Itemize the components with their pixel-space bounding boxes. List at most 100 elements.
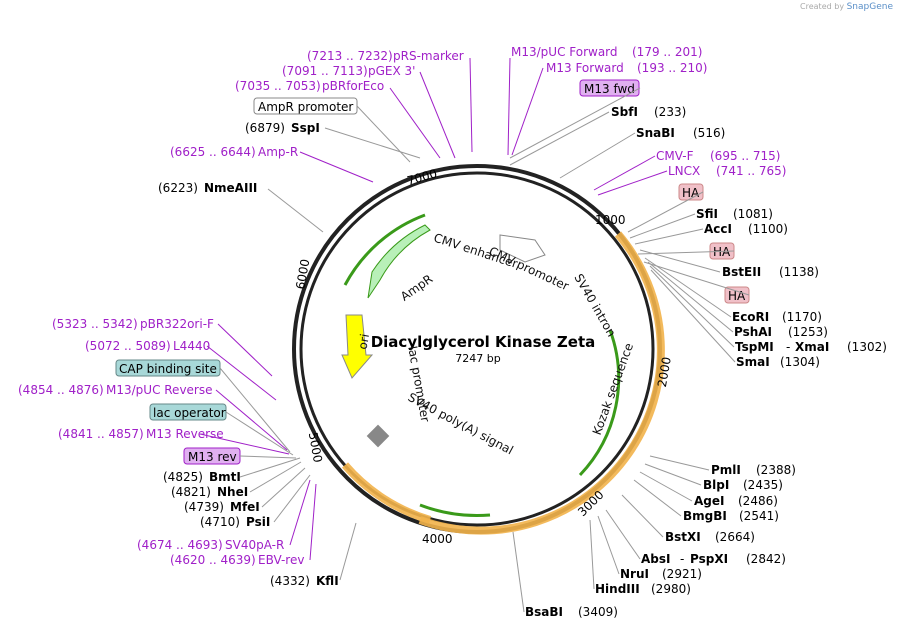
site-pos-tspmi: (1302) (847, 340, 887, 354)
site-pos-pshai: (1253) (788, 325, 828, 339)
site-pos-acci: (1100) (748, 222, 788, 236)
label-ampr: AmpR (398, 272, 435, 304)
primer-range-m13puc-forward: (179 .. 201) (632, 45, 702, 59)
site-bsteii: BstEII (722, 265, 761, 279)
site-dash-absi: - (680, 552, 684, 566)
tick-1000: 1000 (595, 213, 626, 227)
primer-m13puc-reverse: M13/pUC Reverse (106, 383, 213, 397)
site-sspi: SspI (291, 121, 320, 135)
site-ecori: EcoRI (732, 310, 769, 324)
backbone-inner (299, 171, 655, 527)
site-pos-ecori: (1170) (782, 310, 822, 324)
cds-arrow-1 (578, 329, 621, 477)
primer-m13puc-forward: M13/pUC Forward (511, 45, 618, 59)
primer-range-m13-reverse: (4841 .. 4857) (58, 427, 144, 441)
tick-7000: 7000 (406, 167, 439, 188)
primer-lncx: LNCX (668, 164, 700, 178)
primer-range-cmv-f: (695 .. 715) (710, 149, 780, 163)
site-pos-smai: (1304) (780, 355, 820, 369)
primer-range-sv40pa-r: (4674 .. 4693) (137, 538, 223, 552)
plasmid-size: 7247 bp (455, 352, 500, 365)
site-pos-psii: (4710) (200, 515, 240, 529)
site-pos-blpi: (2435) (743, 478, 783, 492)
primer-range-pbr322ori: (5323 .. 5342) (52, 317, 138, 331)
site-kfli: KflI (316, 574, 339, 588)
primer-prs-marker: pRS-marker (393, 49, 464, 63)
site-mfei: MfeI (230, 500, 260, 514)
primer-range-ebv-rev: (4620 .. 4639) (170, 553, 256, 567)
primer-m13-forward: M13 Forward (546, 61, 624, 75)
site-bstxi: BstXI (665, 530, 701, 544)
site-pos-sbfi: (233) (654, 105, 686, 119)
site-pos-bsteii: (1138) (779, 265, 819, 279)
site-pos-pmli: (2388) (756, 463, 796, 477)
primer-range-ampr: (6625 .. 6644) (170, 145, 256, 159)
site-pos-snabi: (516) (693, 126, 725, 140)
site-pos-absi: (2842) (746, 552, 786, 566)
snapgene-credit: Created by SnapGene (800, 2, 893, 12)
site-pos-nrui: (2921) (662, 567, 702, 581)
ampr-feature (367, 224, 431, 299)
primer-range-pbrforeco: (7035 .. 7053) (235, 79, 321, 93)
site-sbfi: SbfI (611, 105, 638, 119)
site-pos-nmeaiii: (6223) (158, 181, 198, 195)
site-acci: AccI (704, 222, 732, 236)
site-nmeaiii: NmeAIII (204, 181, 257, 195)
site-hindiii: HindIII (595, 582, 640, 596)
site-pspxi: PspXI (690, 552, 728, 566)
site-nhei: NheI (217, 485, 248, 499)
site-pos-sspi: (6879) (245, 121, 285, 135)
ori-feature (341, 314, 374, 379)
site-absi: AbsI (641, 552, 670, 566)
site-pos-bmgbi: (2541) (739, 509, 779, 523)
site-pmli: PmlI (711, 463, 741, 477)
primer-ebv-rev: EBV-rev (258, 553, 304, 567)
label-m13-fwd: M13 fwd (584, 82, 635, 96)
label-lac-operator: lac operator (153, 406, 226, 420)
site-pos-hindiii: (2980) (651, 582, 691, 596)
primer-cmv-f: CMV-F (656, 149, 694, 163)
plasmid-name: Diacylglycerol Kinase Zeta (371, 333, 596, 351)
site-pos-nhei: (4821) (171, 485, 211, 499)
site-bmti: BmtI (209, 470, 241, 484)
site-pos-agei: (2486) (738, 494, 778, 508)
primer-l4440: L4440 (173, 339, 210, 353)
site-pos-bsabi: (3409) (578, 605, 618, 619)
label-ori: ori (356, 333, 372, 351)
label-ampr-promoter: AmpR promoter (258, 100, 353, 114)
primer-ampr: Amp-R (258, 145, 298, 159)
site-pos-bmti: (4825) (163, 470, 203, 484)
primer-range-pgex: (7091 .. 7113) (282, 64, 368, 78)
cds-arrow-3 (343, 213, 426, 286)
site-dash-tspmi: - (786, 340, 790, 354)
primer-pgex: pGEX 3' (368, 64, 415, 78)
primer-range-m13puc-reverse: (4854 .. 4876) (18, 383, 104, 397)
primer-pbrforeco: pBRforEco (322, 79, 384, 93)
sv40-polya-feature (366, 424, 390, 448)
tick-6000: 6000 (293, 258, 312, 291)
label-sv40-polya: SV40 poly(A) signal (406, 390, 516, 457)
site-pos-mfei: (4739) (184, 500, 224, 514)
label-ha-2: HA (713, 245, 731, 259)
site-smai: SmaI (736, 355, 770, 369)
label-sv40-intron: SV40 intron (571, 271, 618, 339)
label-m13-rev: M13 rev (188, 450, 237, 464)
site-pos-bstxi: (2664) (715, 530, 755, 544)
tick-4000: 4000 (422, 532, 453, 546)
cmv-enhancer-feature (499, 234, 546, 263)
site-pos-kfli: (4332) (270, 574, 310, 588)
primer-sv40pa-r: SV40pA-R (225, 538, 284, 552)
site-agei: AgeI (694, 494, 724, 508)
primer-range-prs-marker: (7213 .. 7232) (307, 49, 393, 63)
site-snabi: SnaBI (636, 126, 675, 140)
primer-range-m13-forward: (193 .. 210) (637, 61, 707, 75)
primer-m13-reverse: M13 Reverse (146, 427, 224, 441)
site-nrui: NruI (620, 567, 649, 581)
site-pshai: PshAI (734, 325, 772, 339)
cds-arrow-2 (419, 503, 491, 517)
orf-arc (418, 231, 665, 535)
site-bsabi: BsaBI (525, 605, 563, 619)
primer-range-l4440: (5072 .. 5089) (85, 339, 171, 353)
tick-5000: 5000 (306, 431, 325, 464)
site-tspmi: TspMI (735, 340, 774, 354)
